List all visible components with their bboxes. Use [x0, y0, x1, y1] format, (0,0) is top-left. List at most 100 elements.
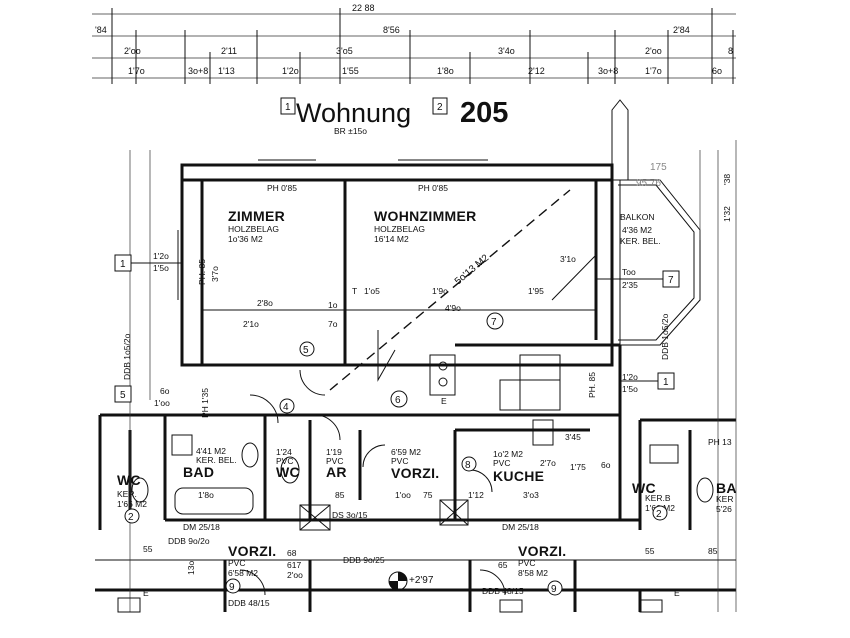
label-d-180: 1'8o [198, 490, 214, 500]
title-box-2-label: 2 [437, 102, 443, 113]
room-bad-area: 4'41 M2 [196, 446, 226, 456]
square-markers: 1 5 7 1 [114, 254, 680, 403]
dim-r3-e: 2'oo [645, 46, 662, 56]
walls [95, 99, 737, 613]
label-ddb-3: DDB 48/15 [228, 598, 270, 608]
label-diagonal-area: 5o'13 M2 [453, 252, 492, 287]
room-ar-floor: PVC [326, 456, 343, 466]
room-vorzi-bl-floor: PVC [228, 558, 245, 568]
room-vorzi-bl-area: 6'58 M2 [228, 568, 258, 578]
label-d-195: 1'95 [528, 286, 544, 296]
room-ar-area: 1'19 [326, 447, 342, 457]
label-55: 55 [143, 544, 153, 554]
title-number: 205 [460, 97, 508, 129]
label-e1: E [441, 396, 447, 406]
label-ds: DS 3o/15 [332, 510, 368, 520]
label-ph135: PH 1'35 [200, 388, 210, 418]
top-dimension-lines: 22 88 '84 8'56 2'84 2'oo 2'11 3'o5 3'4o … [92, 3, 736, 84]
room-balkon-name: BALKON [620, 212, 655, 222]
label-ph-zimmer: PH 0'85 [267, 183, 297, 193]
circle-label-7: 7 [491, 317, 497, 328]
room-kueche-floor: PVC [493, 458, 510, 468]
room-wc-name: WC [276, 464, 300, 480]
room-wc-right-name: WC [632, 480, 656, 496]
room-bad-right-name: BA [716, 480, 737, 496]
title-box-2 [432, 97, 448, 115]
label-d-345: 3'45 [565, 432, 581, 442]
label-2oo: 2'oo [287, 570, 303, 580]
dim-r4-a: 1'7o [128, 66, 145, 76]
label-d-210: 2'1o [243, 319, 259, 329]
room-vorzi-br-name: VORZI. [518, 543, 566, 559]
room-wc-right-floor: KER.B [645, 493, 671, 503]
label-617: 617 [287, 560, 301, 570]
room-wohnzimmer-floor: HOLZBELAG [374, 224, 425, 234]
label-e2: E [143, 588, 149, 598]
room-wc-floor: PVC [276, 456, 293, 466]
dim-r4-b: 3o+8 [188, 66, 208, 76]
label-d-85: 85 [335, 490, 345, 500]
room-labels: ZIMMER HOLZBELAG 1o'36 M2 WOHNZIMMER HOL… [117, 208, 737, 578]
dim-r3-d: 3'4o [498, 46, 515, 56]
room-bad-name: BAD [183, 464, 214, 480]
room-vorzi-br-floor: PVC [518, 558, 535, 568]
room-bad-right-floor: KER [716, 494, 733, 504]
circle-label-5: 5 [303, 345, 309, 356]
label-d-1o: 1o [328, 300, 338, 310]
room-wc-left-floor: KER. [117, 489, 137, 499]
dim-r4-g: 2'12 [528, 66, 545, 76]
label-12o-r: 1'2o [622, 372, 638, 382]
apartment-title: 1 Wohnung 2 205 BR ±15o [280, 97, 508, 136]
label-d-190: 1'9o [432, 286, 448, 296]
room-kueche-name: KUCHE [493, 468, 544, 484]
marker-label-1-left: 1 [120, 259, 126, 270]
dim-r3-a: 2'oo [124, 46, 141, 56]
room-bad-right-area: 5'26 [716, 504, 732, 514]
room-wc-left-name: WC [117, 472, 141, 488]
room-wohnzimmer-name: WOHNZIMMER [374, 208, 477, 224]
label-d-75: 75 [423, 490, 433, 500]
label-d-112: 1'12 [468, 490, 484, 500]
label-37o: 3'7o [210, 266, 220, 282]
label-ph13: PH 13 [708, 437, 732, 447]
diagonal-dashed-line [329, 189, 571, 391]
label-d-7o: 7o [328, 319, 338, 329]
dim-total: 22 88 [352, 3, 375, 13]
room-zimmer-name: ZIMMER [228, 208, 285, 224]
dim-r4-h: 3o+8 [598, 66, 618, 76]
label-ph85: PH. 85 [587, 372, 597, 398]
label-dm-2: DM 25/18 [502, 522, 539, 532]
label-12o: 1'2o [153, 251, 169, 261]
circle-label-8: 8 [465, 460, 471, 471]
label-dm-1: DM 25/18 [183, 522, 220, 532]
numbered-circles: 4 5 6 7 8 9 9 2 2 [124, 312, 668, 596]
label-1oo: 1'oo [154, 398, 170, 408]
label-pencil-95-76: 95 76 [636, 178, 661, 189]
label-d-310: 3'1o [560, 254, 576, 264]
label-t132: 1'32 [722, 206, 732, 222]
dim-r2-c: 2'84 [673, 25, 690, 35]
title-box-1 [280, 97, 296, 115]
label-too: Too [622, 267, 636, 277]
room-wc-left-area: 1'66 M2 [117, 499, 147, 509]
label-d-175: 1'75 [570, 462, 586, 472]
dim-r3-c: 3'o5 [336, 46, 353, 56]
circle-label-6: 6 [395, 395, 401, 406]
label-d-490: 4'9o [445, 303, 461, 313]
circle-label-9a: 9 [229, 582, 235, 593]
room-kueche-area: 1o'2 M2 [493, 449, 523, 459]
label-ddb-4: DDB 48/15 [482, 586, 524, 596]
circle-label-2b: 2 [656, 509, 662, 520]
label-t38: '38 [722, 174, 732, 185]
title-sub: BR ±15o [334, 126, 367, 136]
dim-r2-b: 8'56 [383, 25, 400, 35]
room-vorzi-area: 6'59 M2 [391, 447, 421, 457]
marker-label-7: 7 [668, 275, 674, 286]
dim-r2-a: '84 [95, 25, 107, 35]
label-d-270: 2'7o [540, 458, 556, 468]
label-6o: 6o [160, 386, 170, 396]
marker-label-1-right: 1 [663, 377, 669, 388]
room-wohnzimmer-area: 16'14 M2 [374, 234, 409, 244]
dim-r4-j: 6o [712, 66, 722, 76]
